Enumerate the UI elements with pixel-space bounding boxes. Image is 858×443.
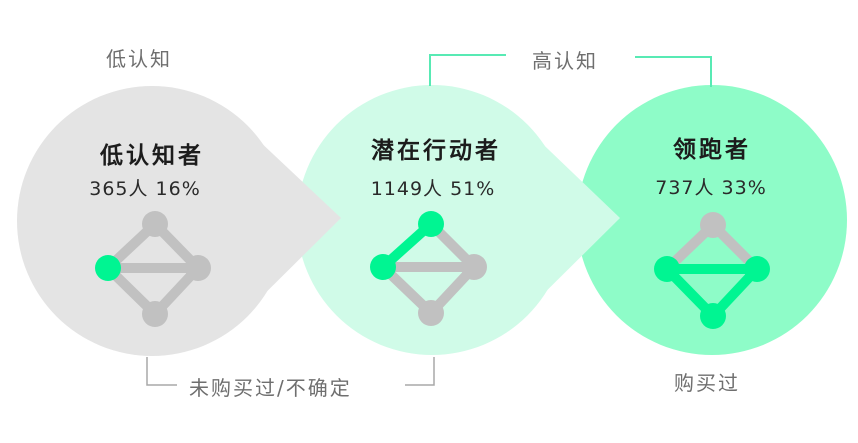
node-bottom [418,300,444,326]
node-top [142,211,168,237]
stage-1-title: 低认知者 [100,143,204,169]
node-right-active [744,256,770,282]
network-icon-stage-2 [370,211,487,326]
low-awareness-label: 低认知 [106,47,172,71]
high-awareness-bracket [429,54,712,87]
node-left-active [654,256,680,282]
not-purchased-label: 未购买过/不确定 [189,376,352,400]
node-bottom-active [700,303,726,329]
stage-1-bubble [17,86,341,356]
node-right [185,255,211,281]
stage-1-stat: 365人 16% [89,178,201,200]
stage-3-stat: 737人 33% [655,177,767,199]
stage-3-title: 领跑者 [673,137,751,163]
node-bottom [142,301,168,327]
node-left-active [370,254,396,280]
stage-2-bubble [297,85,620,355]
stage-2-title: 潜在行动者 [371,138,501,164]
node-right [461,254,487,280]
stage-2-stat: 1149人 51% [370,178,496,200]
node-top [700,212,726,238]
network-icon-stage-1 [95,211,211,327]
node-top-active [418,211,444,237]
purchased-label: 购买过 [674,371,740,395]
high-awareness-label: 高认知 [532,49,598,73]
network-icon-stage-3 [654,212,770,329]
node-left-active [95,255,121,281]
not-purchased-bracket [146,357,435,386]
